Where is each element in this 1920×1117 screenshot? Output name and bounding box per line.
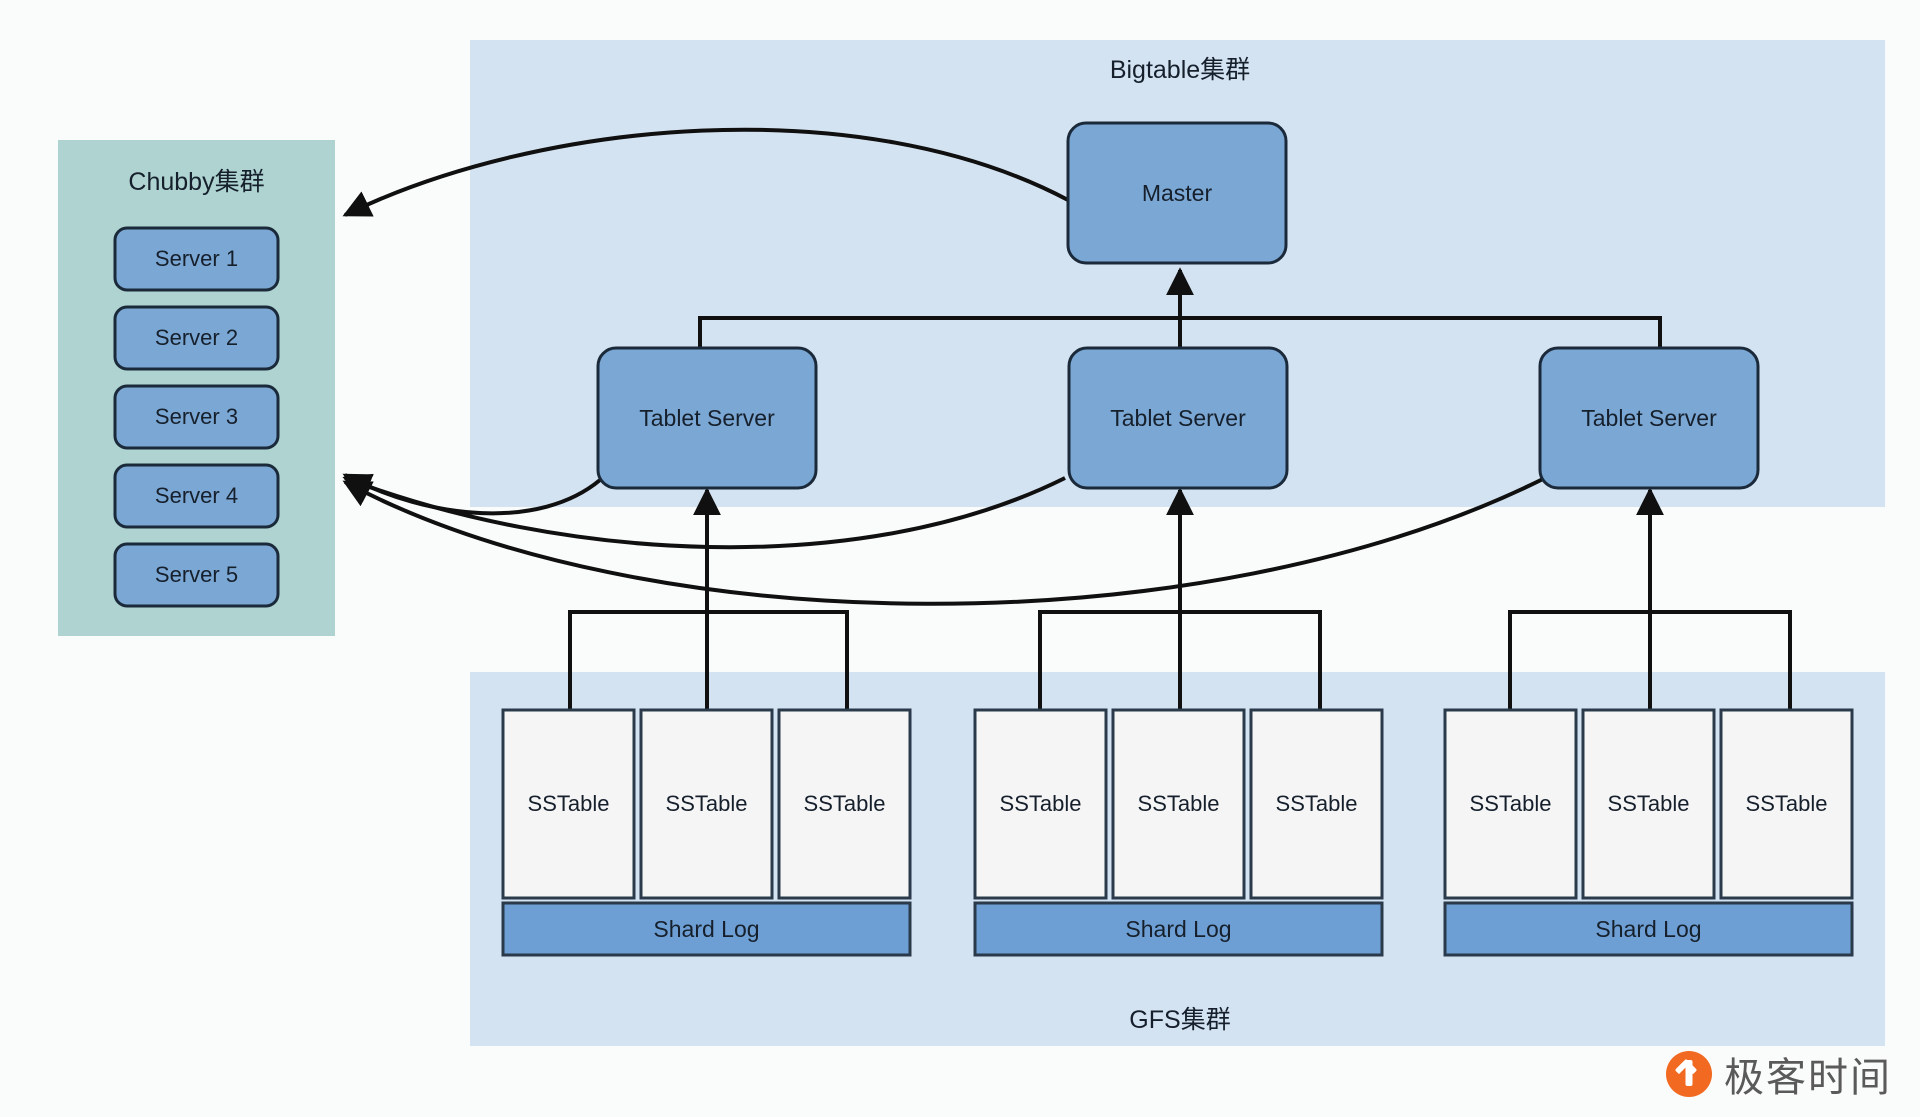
watermark-text: 极客时间	[1724, 1055, 1892, 1101]
chubby-server-node-4[interactable]	[113, 463, 280, 529]
shard-log-node-2[interactable]	[973, 901, 1384, 957]
geektime-logo-icon	[1666, 1051, 1712, 1097]
chubby-server-node-3[interactable]	[113, 384, 280, 450]
sstable-node-3-2[interactable]	[1581, 708, 1716, 900]
sstable-node-1-1[interactable]	[501, 708, 636, 900]
chubby-server-node-1[interactable]	[113, 226, 280, 292]
connector-tablet3-to-chubby	[342, 476, 1546, 606]
watermark: 极客时间	[1666, 1045, 1892, 1103]
sstable-node-1-2[interactable]	[639, 708, 774, 900]
shard-log-node-1[interactable]	[501, 901, 912, 957]
sstable-node-3-3[interactable]	[1719, 708, 1854, 900]
master-node[interactable]	[1066, 121, 1288, 265]
chubby-server-node-2[interactable]	[113, 305, 280, 371]
shard-log-node-3[interactable]	[1443, 901, 1854, 957]
tablet-server-node-3[interactable]	[1538, 346, 1760, 490]
sstable-node-3-1[interactable]	[1443, 708, 1578, 900]
sstable-node-2-3[interactable]	[1249, 708, 1384, 900]
sstable-node-2-1[interactable]	[973, 708, 1108, 900]
chubby-server-node-5[interactable]	[113, 542, 280, 608]
tablet-server-node-2[interactable]	[1067, 346, 1289, 490]
connector-master-to-chubby	[342, 127, 1069, 217]
sstable-node-1-3[interactable]	[777, 708, 912, 900]
tablet-server-node-1[interactable]	[596, 346, 818, 490]
sstable-node-2-2[interactable]	[1111, 708, 1246, 900]
